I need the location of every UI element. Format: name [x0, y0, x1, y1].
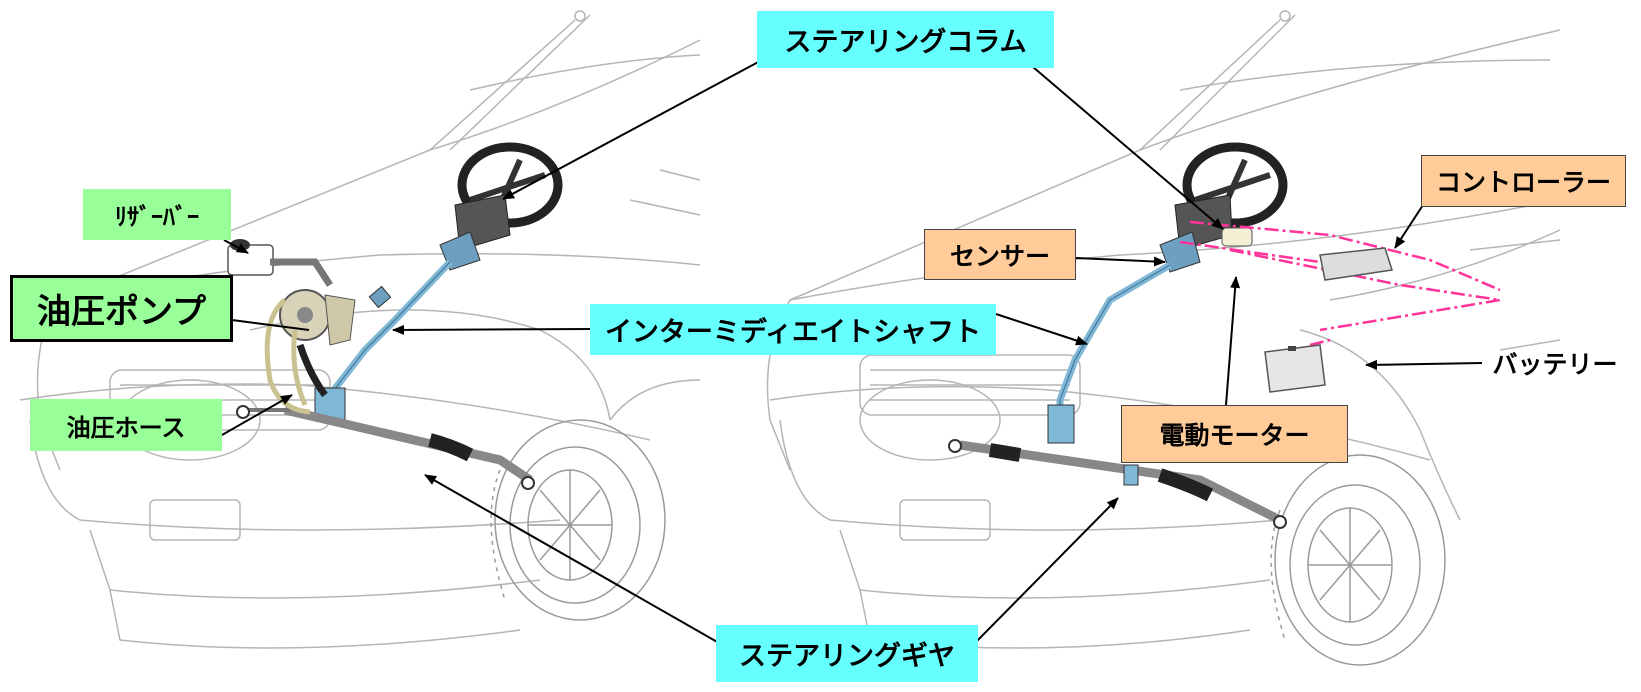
right-steering-wheel: [1159, 142, 1288, 273]
label-hydraulic-hose: 油圧ホース: [30, 399, 222, 451]
arrow-motor: [1224, 276, 1241, 419]
arrow-gear-right: [973, 497, 1119, 645]
arrow-inter-right: [995, 313, 1088, 346]
label-intermediate-shaft: インターミディエイトシャフト: [590, 304, 996, 355]
label-sensor: センサー: [924, 229, 1076, 280]
label-hydraulic-pump: 油圧ポンプ: [10, 275, 233, 342]
arrow-battery: [1365, 359, 1483, 370]
arrow-gear-left: [424, 474, 720, 644]
label-battery: バッテリー: [1492, 350, 1618, 379]
right-steering-linkage: [948, 261, 1287, 529]
left-steering-wheel: [439, 142, 563, 271]
arrow-reservoir: [223, 239, 249, 254]
arrow-inter-left: [392, 324, 591, 335]
arrow-column-right: [1032, 66, 1224, 230]
left-steering-linkage: [236, 259, 535, 490]
left-front-wheel: [490, 419, 666, 621]
label-controller: コントローラー: [1421, 155, 1626, 207]
wiring-harness: [1179, 220, 1501, 347]
leader-arrows: [221, 59, 1483, 645]
right-front-wheel: [1270, 454, 1446, 666]
arrow-hose: [221, 394, 293, 436]
arrow-column-left: [502, 59, 763, 200]
label-electric-motor: 電動モーター: [1121, 405, 1348, 463]
label-steering-column: ステアリングコラム: [757, 11, 1054, 68]
arrow-controller: [1394, 204, 1424, 249]
label-steering-gear: ステアリングギヤ: [716, 625, 978, 682]
label-reservoir: ﾘｻﾞｰﾊﾞｰ: [83, 189, 231, 240]
arrow-pump: [231, 319, 310, 331]
arrow-sensor: [1075, 256, 1166, 267]
right-electric-parts: [1179, 220, 1501, 393]
